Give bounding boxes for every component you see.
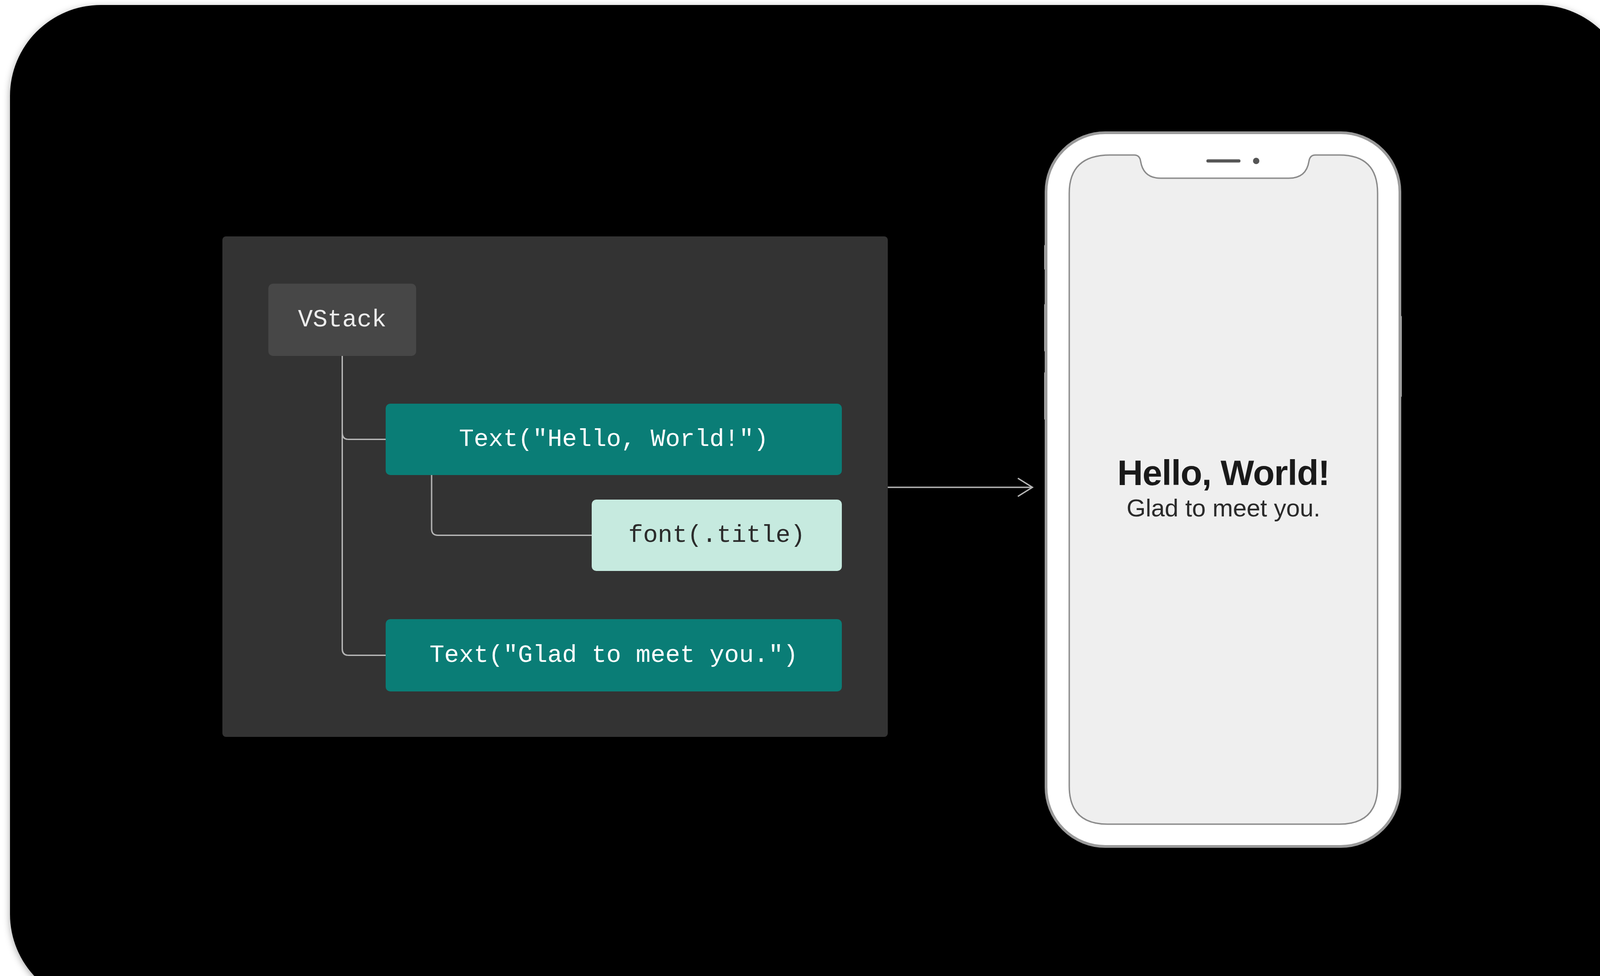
code-label: font(.title): [628, 521, 806, 550]
modifier-box: font(.title): [591, 499, 842, 572]
code-label: VStack: [297, 306, 387, 334]
code-label: Text("Glad to meet you."): [429, 641, 798, 670]
render-arrow: [887, 487, 1032, 489]
code-panel: [222, 236, 888, 738]
tree-connector: [342, 356, 387, 656]
phone-screen: Hello, World!Glad to meet you.: [1069, 181, 1378, 795]
render-arrow-head: [1017, 478, 1033, 497]
tree-connector: [342, 356, 387, 440]
stack-box: VStack: [268, 283, 417, 357]
screen-title: Hello, World!: [1117, 452, 1330, 494]
tree-connector: [431, 475, 592, 536]
black-ground: [10, 5, 1600, 976]
view-box: Text("Glad to meet you."): [385, 619, 842, 692]
view-box: Text("Hello, World!"): [385, 403, 842, 476]
code-label: Text("Hello, World!"): [458, 425, 769, 454]
phone-illustration: [1044, 132, 1402, 847]
screen-subtitle: Glad to meet you.: [1126, 493, 1321, 524]
